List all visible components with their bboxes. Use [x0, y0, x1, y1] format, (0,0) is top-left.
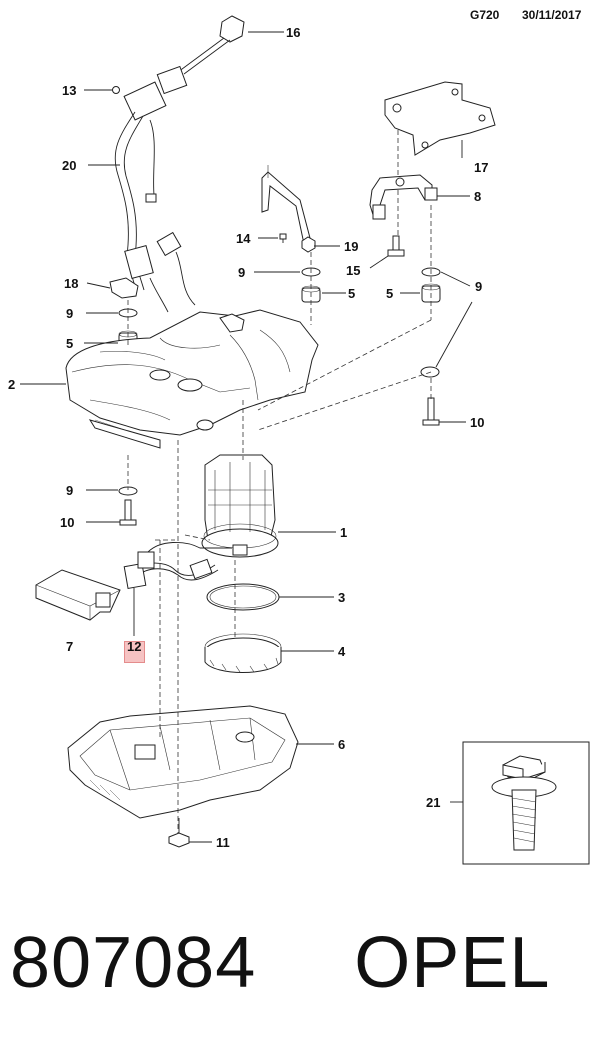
brand-name: OPEL [354, 923, 551, 1003]
callout-16: 16 [286, 25, 300, 40]
wiring-harness-part-12 [123, 542, 232, 589]
callout-3: 3 [338, 590, 345, 605]
callout-10-left: 10 [60, 515, 74, 530]
bracket-part-19 [261, 165, 311, 246]
callout-4: 4 [338, 644, 346, 659]
callout-9-left: 9 [66, 306, 73, 321]
callout-9-upper: 9 [238, 265, 245, 280]
callout-18: 18 [64, 276, 78, 291]
screw-part-14 [279, 233, 287, 243]
callout-11: 11 [216, 835, 230, 850]
bolt-part-10-b [119, 499, 137, 526]
vent-pipe-part-8 [369, 174, 438, 220]
fuel-pump-module-part-1 [201, 454, 279, 558]
callout-13: 13 [62, 83, 76, 98]
clip-part-18 [109, 277, 139, 299]
diagram-code: G720 [470, 8, 500, 22]
callout-10-right: 10 [470, 415, 484, 430]
callout-labels: 16 13 20 17 8 14 19 15 9 5 5 9 18 9 5 2 … [8, 25, 488, 850]
callout-7: 7 [66, 639, 73, 654]
callout-20: 20 [62, 158, 76, 173]
diagram-date: 30/11/2017 [522, 8, 582, 22]
callout-12-highlight [124, 641, 145, 663]
bolt-part-11 [168, 818, 190, 848]
callout-15: 15 [346, 263, 360, 278]
control-module-part-7 [35, 569, 121, 621]
callout-5-left: 5 [66, 336, 73, 351]
nut-part-13 [112, 86, 120, 94]
underbody-shield-part-6 [67, 705, 299, 819]
callout-21: 21 [426, 795, 440, 810]
callout-9-right: 9 [475, 279, 482, 294]
callout-19: 19 [344, 239, 358, 254]
callout-1: 1 [340, 525, 347, 540]
wiring-harness-part [114, 15, 245, 313]
callout-9-lower: 9 [66, 483, 73, 498]
fuel-tank-part-2 [65, 309, 319, 449]
footer: 807084 OPEL [10, 922, 550, 1004]
callout-6: 6 [338, 737, 345, 752]
callout-14: 14 [236, 231, 251, 246]
leader-lines [20, 31, 473, 843]
bolt-part-15 [387, 235, 405, 257]
callout-8: 8 [474, 189, 481, 204]
bracket-part-17 [384, 81, 496, 156]
callout-2: 2 [8, 377, 15, 392]
callout-17: 17 [474, 160, 488, 175]
bolt-part-10-a [422, 397, 440, 426]
callout-5-right: 5 [386, 286, 393, 301]
callout-12: 12 [127, 639, 141, 654]
nut-part-19 [301, 236, 316, 253]
flange-bolt-part-21 [491, 755, 557, 851]
part-number: 807084 [10, 923, 257, 1003]
lock-ring-part-4 [204, 633, 282, 673]
callout-5-mid: 5 [348, 286, 355, 301]
assembly-lines [127, 130, 432, 833]
seal-ring-part-3 [206, 583, 280, 611]
